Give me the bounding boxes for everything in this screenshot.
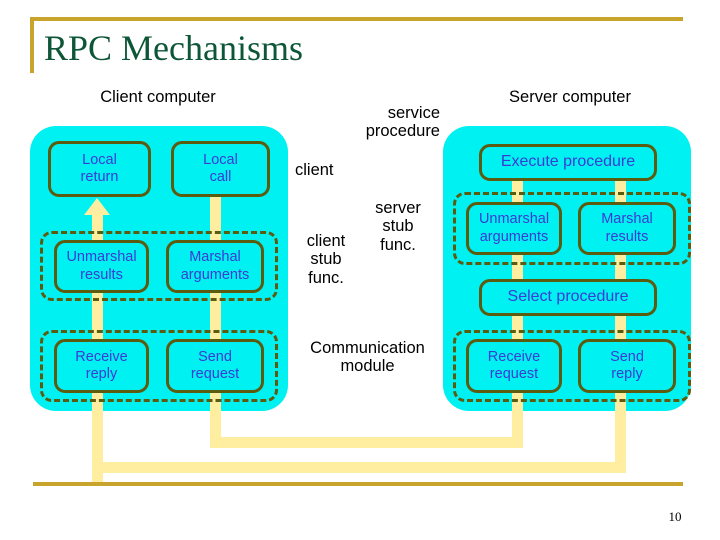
communication-module-annotation: Communication module (310, 339, 425, 376)
server-marshal-results-label: Marshal results (601, 211, 653, 245)
title-top-rule (30, 17, 683, 21)
page-number: 10 (668, 509, 682, 524)
client-annotation: client (295, 161, 334, 179)
request-connector-horizontal (210, 437, 523, 448)
server-marshal-results-box[interactable]: Marshal results (578, 202, 676, 255)
client-call-flow-line (210, 190, 221, 448)
client-unmarshal-results-label: Unmarshal results (66, 249, 137, 283)
server-receive-request-box[interactable]: Receive request (466, 339, 562, 393)
server-select-procedure-box[interactable]: Select procedure (479, 279, 657, 316)
client-local-call-box[interactable]: Local call (171, 141, 270, 197)
client-marshal-arguments-label: Marshal arguments (180, 249, 250, 283)
server-unmarshal-arguments-box[interactable]: Unmarshal arguments (466, 202, 562, 255)
server-send-reply-label: Send reply (610, 348, 644, 382)
client-local-return-box[interactable]: Local return (48, 141, 151, 197)
client-receive-reply-label: Receive reply (75, 348, 128, 382)
client-send-request-box[interactable]: Send request (166, 339, 264, 393)
server-unmarshal-arguments-label: Unmarshal arguments (478, 211, 550, 245)
client-stub-func-annotation: client stub func. (306, 232, 346, 287)
server-receive-request-label: Receive request (487, 348, 541, 382)
client-local-return-label: Local return (80, 151, 119, 185)
server-execute-procedure-label: Execute procedure (500, 153, 636, 171)
client-return-flow-arrow (84, 198, 110, 215)
server-computer-caption: Server computer (509, 88, 631, 106)
page-title: RPC Mechanisms (44, 28, 304, 68)
client-receive-reply-box[interactable]: Receive reply (54, 339, 149, 393)
server-select-procedure-label: Select procedure (507, 288, 629, 306)
footer-rule (33, 482, 683, 486)
client-stub-module-group (40, 231, 278, 301)
reply-connector-horizontal (92, 462, 626, 473)
server-stub-func-annotation: server stub func. (375, 199, 421, 254)
server-send-reply-box[interactable]: Send reply (578, 339, 676, 393)
client-unmarshal-results-box[interactable]: Unmarshal results (54, 240, 149, 293)
service-procedure-annotation: service procedure (365, 104, 440, 141)
title-left-rule (30, 17, 34, 73)
client-marshal-arguments-box[interactable]: Marshal arguments (166, 240, 264, 293)
client-computer-caption: Client computer (100, 88, 216, 106)
client-local-call-label: Local call (203, 151, 238, 185)
server-stub-module-group (453, 192, 691, 265)
server-communication-module-group (453, 330, 691, 402)
client-communication-module-group (40, 330, 278, 402)
server-execute-procedure-box[interactable]: Execute procedure (479, 144, 657, 181)
client-send-request-label: Send request (190, 348, 240, 382)
